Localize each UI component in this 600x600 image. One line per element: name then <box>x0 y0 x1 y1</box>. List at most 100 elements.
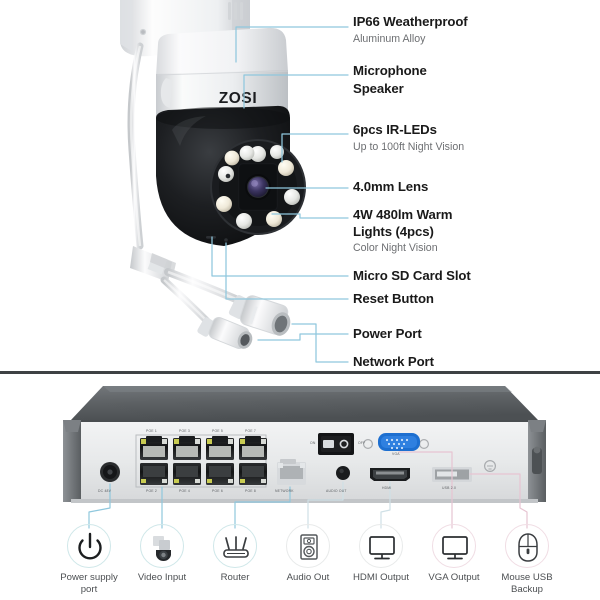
callout-title: 4.0mm Lens <box>353 179 429 194</box>
leader-powerport <box>257 333 349 341</box>
callout-title-line2: Lights (4pcs) <box>353 223 434 239</box>
callout-title: Reset Button <box>353 291 434 306</box>
camera-led-ring <box>206 139 306 242</box>
callout-network-port: Network Port <box>353 354 434 371</box>
dc-power-jack <box>100 462 120 482</box>
callout-warm-lights: 4W 480lm Warm Lights (4pcs) Color Night … <box>353 207 452 255</box>
callout-ip66: IP66 Weatherproof Aluminum Alloy <box>353 14 468 46</box>
icon-caption: Router <box>220 572 250 583</box>
leader-sdcard <box>211 236 349 277</box>
silk-poe1: POE 1 <box>146 429 157 433</box>
silk-network: NETWORK <box>275 489 294 493</box>
silk-poe3: POE 3 <box>179 429 190 433</box>
leader-mouse-usb <box>469 473 528 529</box>
icon-caption: HDMI Output <box>353 572 409 583</box>
power-connector <box>197 316 253 350</box>
callout-title: Speaker <box>353 81 404 96</box>
callout-microphone: Microphone <box>353 63 427 80</box>
callout-title: 4W 480lm Warm <box>353 207 453 222</box>
leader-reset <box>225 242 349 300</box>
silk-usb: USB 2.0 <box>442 486 457 490</box>
callout-lens: 4.0mm Lens <box>353 179 428 196</box>
icon-caption: Audio Out <box>286 572 330 583</box>
leader-router <box>234 486 291 529</box>
nvr-device <box>63 386 546 503</box>
silk-poe5: POE 5 <box>212 429 223 433</box>
power-switch <box>318 433 354 455</box>
leader-hdmi-output <box>380 481 391 529</box>
ground-terminal <box>484 460 497 473</box>
poe-ports-bottom <box>140 463 267 485</box>
hdmi-port <box>370 468 410 481</box>
callout-title: Microphone <box>353 63 427 78</box>
hdmi-output-ring <box>359 524 403 568</box>
callout-title: Network Port <box>353 354 434 369</box>
camera-icon <box>153 536 171 562</box>
camera-cable-assembly <box>127 42 291 350</box>
leader-irleds <box>281 133 349 163</box>
monitor-icon <box>442 536 468 560</box>
callout-title: 6pcs IR-LEDs <box>353 122 437 137</box>
silk-poe7: POE 7 <box>245 429 256 433</box>
speaker-icon <box>300 534 318 560</box>
leader-warmlights <box>271 213 349 219</box>
callout-subtitle: Color Night Vision <box>353 242 438 254</box>
callout-micro-sd: Micro SD Card Slot <box>353 268 471 285</box>
silk-off: OFF <box>358 441 366 445</box>
power-icon <box>78 532 102 560</box>
section-divider <box>0 371 600 374</box>
audio-out-jack <box>336 466 350 480</box>
poe-ports-top <box>140 436 267 460</box>
icon-item-hdmi-output[interactable]: HDMI Output <box>338 524 424 584</box>
silk-on: ON <box>310 441 316 445</box>
silk-dc48v: DC 48V <box>98 489 112 493</box>
leader-microphone <box>243 74 349 109</box>
callout-subtitle: Up to 100ft Night Vision <box>353 140 465 153</box>
callout-title: Micro SD Card Slot <box>353 268 471 283</box>
silk-vga: VGA <box>392 452 400 456</box>
silk-poe8: POE 8 <box>245 489 256 493</box>
power-supply-ring <box>67 524 111 568</box>
leader-networkport <box>291 323 349 363</box>
icon-item-audio-out[interactable]: Audio Out <box>265 524 351 584</box>
router-ring <box>213 524 257 568</box>
network-port <box>277 459 306 485</box>
callout-speaker: Speaker <box>353 81 404 98</box>
icon-item-video-input[interactable]: Video Input <box>119 524 205 584</box>
monitor-icon <box>369 536 395 560</box>
leader-audio-out <box>307 481 344 529</box>
icon-caption: Video Input <box>137 572 187 583</box>
leader-ip66 <box>235 26 349 63</box>
icon-caption: VGA Output <box>428 572 480 583</box>
vga-output-ring <box>432 524 476 568</box>
callout-reset-button: Reset Button <box>353 291 434 308</box>
silk-poe6: POE 6 <box>212 489 223 493</box>
mouse-icon <box>518 533 538 562</box>
callout-title: IP66 Weatherproof <box>353 14 468 29</box>
icon-item-router[interactable]: Router <box>192 524 278 584</box>
camera-brand-text: ZOSI <box>219 90 258 107</box>
leader-vga-output <box>398 451 453 529</box>
leader-power-supply <box>88 483 111 529</box>
silk-poe4: POE 4 <box>179 489 190 493</box>
silk-poe2: POE 2 <box>146 489 157 493</box>
video-input-ring <box>140 524 184 568</box>
callout-power-port: Power Port <box>353 326 422 343</box>
icon-item-vga-output[interactable]: VGA Output <box>411 524 497 584</box>
audio-out-ring <box>286 524 330 568</box>
vga-port <box>378 433 420 451</box>
silk-audioout: AUDIO OUT <box>326 489 347 493</box>
silk-hdmi: HDMI <box>382 486 392 490</box>
router-icon <box>223 536 249 558</box>
callout-title: Power Port <box>353 326 422 341</box>
callout-subtitle: Aluminum Alloy <box>353 32 426 45</box>
